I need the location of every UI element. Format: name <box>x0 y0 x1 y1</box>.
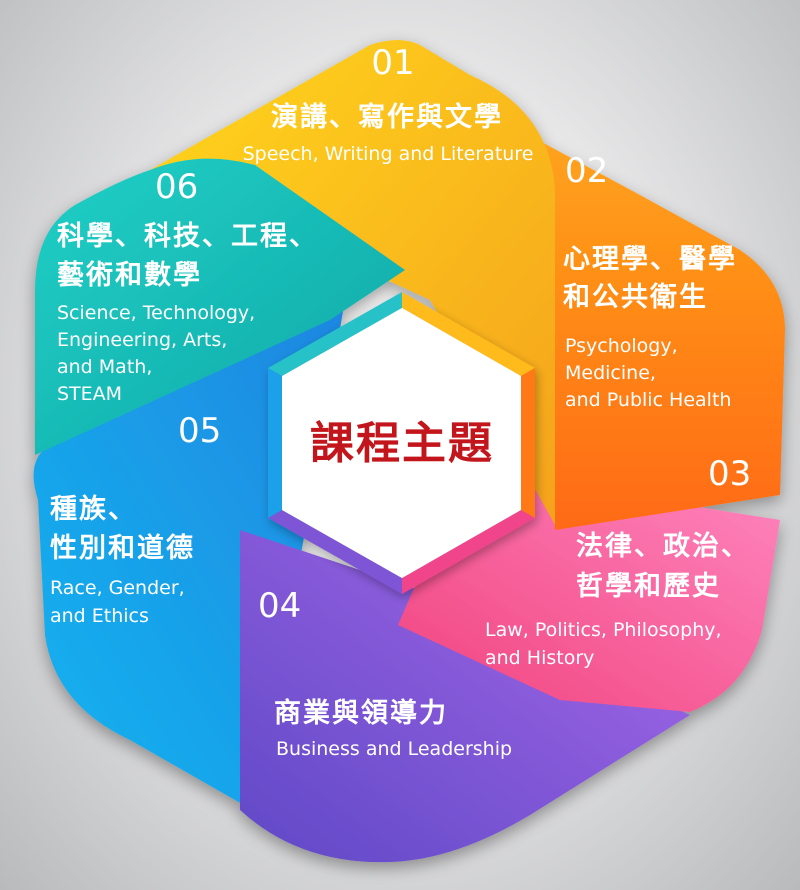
segment-06-title-en-4: STEAM <box>57 383 122 405</box>
center-frame-left <box>268 368 282 518</box>
segment-05-title-en-1: Race, Gender, <box>50 577 185 599</box>
segment-06-title-zh-1: 科學、科技、工程、 <box>57 221 318 252</box>
segment-06-title-en-2: Engineering, Arts, <box>57 329 227 351</box>
segment-02-number: 02 <box>565 151 608 191</box>
segment-06-title-en-3: and Math, <box>57 356 152 378</box>
segment-05-title-en-2: and Ethics <box>50 605 149 627</box>
segment-03-number: 03 <box>708 454 751 494</box>
segment-03-title-en-1: Law, Politics, Philosophy, <box>485 619 722 641</box>
segment-05-number: 05 <box>178 411 221 451</box>
center-title: 課程主題 <box>310 418 494 469</box>
segment-03: 03 法律、政治、 哲學和歷史 Law, Politics, Philosoph… <box>485 454 751 669</box>
segment-04: 04 商業與領導力 Business and Leadership <box>258 586 512 760</box>
segment-05-title-zh-2: 性別和道德 <box>50 532 195 564</box>
center-frame-top-right <box>402 292 535 376</box>
segment-06-number: 06 <box>155 167 198 207</box>
segment-06-title-en-1: Science, Technology, <box>57 302 255 324</box>
center-frame-bottom-left <box>268 510 402 594</box>
segment-02-title-zh-1: 心理學、醫學 <box>563 244 737 275</box>
segment-06-shape <box>35 158 405 456</box>
segment-02-title-en-3: and Public Health <box>565 389 731 411</box>
segment-01-title-en: Speech, Writing and Literature <box>243 143 534 165</box>
segment-01: 01 演講、寫作與文學 Speech, Writing and Literatu… <box>243 43 534 165</box>
center-face <box>282 308 521 578</box>
segment-shapes <box>33 40 785 863</box>
segment-02-title-en-2: Medicine, <box>565 362 656 384</box>
segment-02-shape <box>510 125 785 530</box>
segment-05-title-zh-1: 種族、 <box>50 493 137 525</box>
segment-02: 02 心理學、醫學 和公共衛生 Psychology, Medicine, an… <box>563 151 737 411</box>
segment-01-number: 01 <box>371 43 414 83</box>
segment-02-title-zh-2: 和公共衛生 <box>563 281 708 313</box>
segment-04-shape <box>240 530 690 863</box>
segment-06: 06 科學、科技、工程、 藝術和數學 Science, Technology, … <box>57 167 318 405</box>
center-frame-bottom-right <box>402 510 535 594</box>
segment-04-title-zh: 商業與領導力 <box>274 697 448 729</box>
segment-04-number: 04 <box>258 586 301 626</box>
segment-03-title-zh-2: 哲學和歷史 <box>576 570 721 602</box>
segment-03-title-zh-1: 法律、政治、 <box>576 531 750 562</box>
segment-03-title-en-2: and History <box>485 647 594 669</box>
segment-01-shape <box>150 40 555 525</box>
segment-01-title-zh: 演講、寫作與文學 <box>271 101 503 133</box>
center-frame-right <box>521 368 535 518</box>
segment-04-title-en: Business and Leadership <box>276 738 512 760</box>
segment-06-title-zh-2: 藝術和數學 <box>57 260 202 291</box>
center-hexagon <box>268 292 535 594</box>
segment-05: 05 種族、 性別和道德 Race, Gender, and Ethics <box>50 411 221 627</box>
segment-02-title-en-1: Psychology, <box>565 335 678 357</box>
center-frame-top-left <box>268 292 402 376</box>
